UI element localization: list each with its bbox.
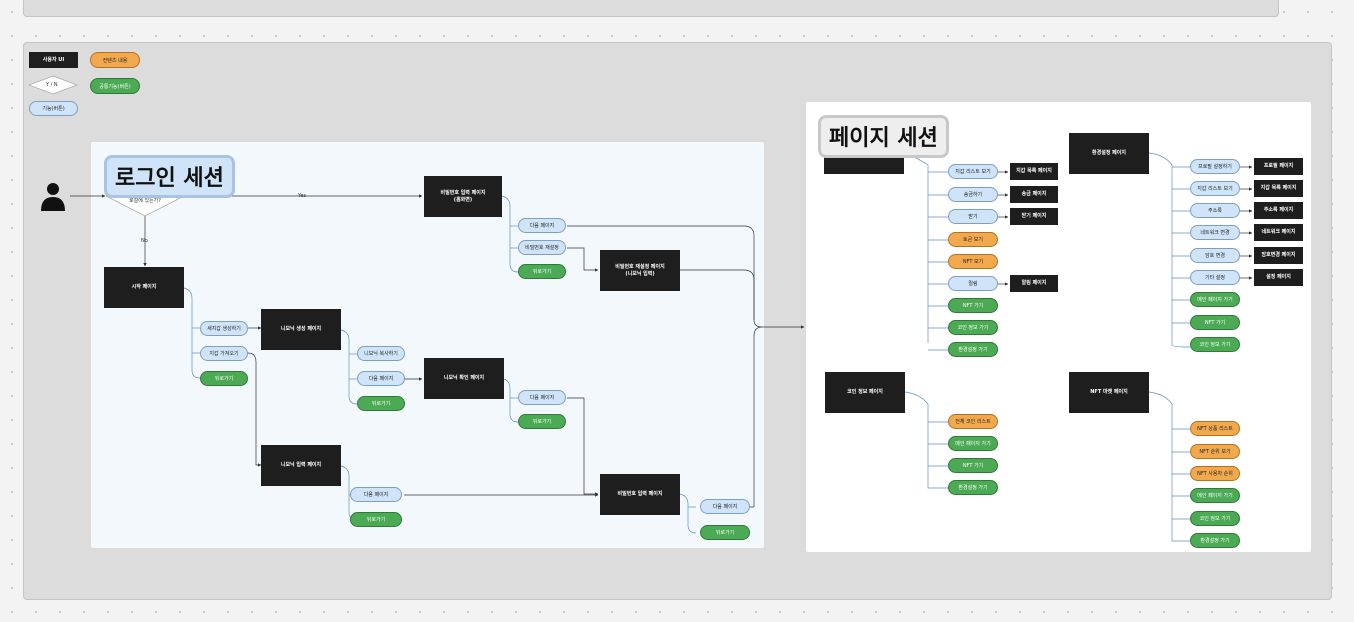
nft-item-go-settings[interactable]: 환경설정 가기 xyxy=(1190,533,1240,548)
main-item-alarm[interactable]: 릴림 xyxy=(948,276,998,291)
nft-market-page: NFT 마켓 페이지 xyxy=(1069,372,1149,413)
next-page-button[interactable]: 다음 페이지 xyxy=(357,371,405,386)
top-frame xyxy=(23,0,1279,17)
settings-item-wallet-list[interactable]: 지갑 리스트 보기 xyxy=(1190,181,1240,196)
mnemonic-input-page: 니모닉 입력 페이지 xyxy=(261,445,341,486)
settings-item-profile[interactable]: 프로필 설정하기 xyxy=(1190,159,1240,174)
next-page-button[interactable]: 다음 페이지 xyxy=(350,487,402,502)
next-page-button[interactable]: 다음 페이지 xyxy=(700,499,750,514)
main-target-receive: 받기 페이지 xyxy=(1010,208,1058,225)
coin-page: 코인 정보 페이지 xyxy=(825,372,905,413)
pw-reset-button[interactable]: 비밀번호 재설정 xyxy=(518,240,566,255)
settings-item-go-nft[interactable]: NFT 가기 xyxy=(1190,315,1240,330)
mnemonic-confirm-page: 니모닉 확인 페이지 xyxy=(424,358,504,399)
pw-input-page-home: 비밀번호 입력 페이지 (홈화면) xyxy=(424,176,502,217)
settings-target-password: 암호변경 페이지 xyxy=(1254,247,1303,264)
back-button[interactable]: 뒤로가기 xyxy=(700,525,750,540)
settings-target-other: 설정 페이지 xyxy=(1254,269,1303,286)
legend-ui: 사용자 UI xyxy=(29,52,78,68)
nft-item-list: NFT 상품 리스트 xyxy=(1190,421,1240,436)
pw-input-page: 비밀번호 입력 페이지 xyxy=(600,474,680,515)
legend-common: 공통기능(버튼) xyxy=(90,78,140,94)
legend-yn: Y / N xyxy=(46,82,58,88)
nft-item-user-ranking: NFT 사용자 순위 xyxy=(1190,466,1240,481)
settings-target-network: 네트워크 페이지 xyxy=(1254,224,1303,241)
settings-item-address-book[interactable]: 주소록 xyxy=(1190,203,1240,218)
back-button[interactable]: 뒤로가기 xyxy=(518,414,566,429)
coin-item-go-settings[interactable]: 환경설정 가기 xyxy=(948,480,998,495)
next-page-button[interactable]: 다음 페이지 xyxy=(518,218,566,233)
settings-item-other[interactable]: 기타 설정 xyxy=(1190,270,1240,285)
legend-content: 컨텐츠 내용 xyxy=(90,52,140,68)
yes-label: Yes xyxy=(298,193,307,199)
main-item-receive[interactable]: 받기 xyxy=(948,209,998,224)
main-item-wallet-list[interactable]: 지갑 리스트 보기 xyxy=(948,164,998,179)
settings-item-go-main[interactable]: 메인 페이지 가기 xyxy=(1190,292,1240,307)
main-item-go-settings[interactable]: 환경설정 가기 xyxy=(948,342,998,357)
main-item-send[interactable]: 송금하기 xyxy=(948,187,998,202)
nft-item-go-main[interactable]: 메인 페이지 가기 xyxy=(1190,488,1240,503)
settings-page: 환경설정 페이지 xyxy=(1069,133,1149,174)
back-button[interactable]: 뒤로가기 xyxy=(518,264,566,279)
next-page-button[interactable]: 다음 페이지 xyxy=(518,390,566,405)
main-item-go-nft[interactable]: NFT 가기 xyxy=(948,298,998,313)
mnemonic-create-page: 니모닉 생성 페이지 xyxy=(261,309,341,350)
legend-feature: 기능(버튼) xyxy=(29,101,78,116)
login-session-title: 로그인 세션 xyxy=(104,155,235,198)
settings-item-go-coin[interactable]: 코인 정보 가기 xyxy=(1190,337,1240,352)
create-wallet-button[interactable]: 새지갑 생성하기 xyxy=(200,321,248,336)
settings-item-network[interactable]: 네트워크 변경 xyxy=(1190,225,1240,240)
page-session-title: 페이지 세션 xyxy=(818,115,949,158)
coin-item-go-main[interactable]: 메인 페이지 가기 xyxy=(948,436,998,451)
main-target-send: 송금 페이지 xyxy=(1010,186,1058,203)
back-button[interactable]: 뒤로가기 xyxy=(200,371,248,386)
no-label: No xyxy=(141,238,148,244)
pw-reset-page: 비밀번호 재설정 페이지 (니모닉 입력) xyxy=(600,250,680,291)
coin-item-go-nft[interactable]: NFT 가기 xyxy=(948,458,998,473)
back-button[interactable]: 뒤로가기 xyxy=(350,512,402,527)
main-target-wallet-list: 지갑 목록 페이지 xyxy=(1010,163,1058,180)
main-item-nft: NFT 보기 xyxy=(948,254,998,269)
main-target-alarm: 알림 페이지 xyxy=(1010,275,1058,292)
mnemonic-copy-button[interactable]: 니모닉 복사하기 xyxy=(357,346,405,361)
start-page: 시작 페이지 xyxy=(104,267,184,308)
back-button[interactable]: 뒤로가기 xyxy=(357,396,405,411)
main-item-tokens: 토큰 보기 xyxy=(948,232,998,247)
coin-item-all-coins: 전체 코인 리스트 xyxy=(948,414,998,429)
settings-target-address-book: 주소록 페이지 xyxy=(1254,202,1303,219)
nft-item-ranking: NFT 순위 보기 xyxy=(1190,444,1240,459)
settings-item-password[interactable]: 암호 변경 xyxy=(1190,248,1240,263)
import-wallet-button[interactable]: 지갑 가져오기 xyxy=(200,346,248,361)
settings-target-wallet-list: 지갑 목록 페이지 xyxy=(1254,180,1303,197)
settings-target-profile: 프로필 페이지 xyxy=(1254,158,1303,175)
nft-item-go-coin[interactable]: 코인 정보 가기 xyxy=(1190,511,1240,526)
main-item-go-coin[interactable]: 코인 정보 가기 xyxy=(948,320,998,335)
